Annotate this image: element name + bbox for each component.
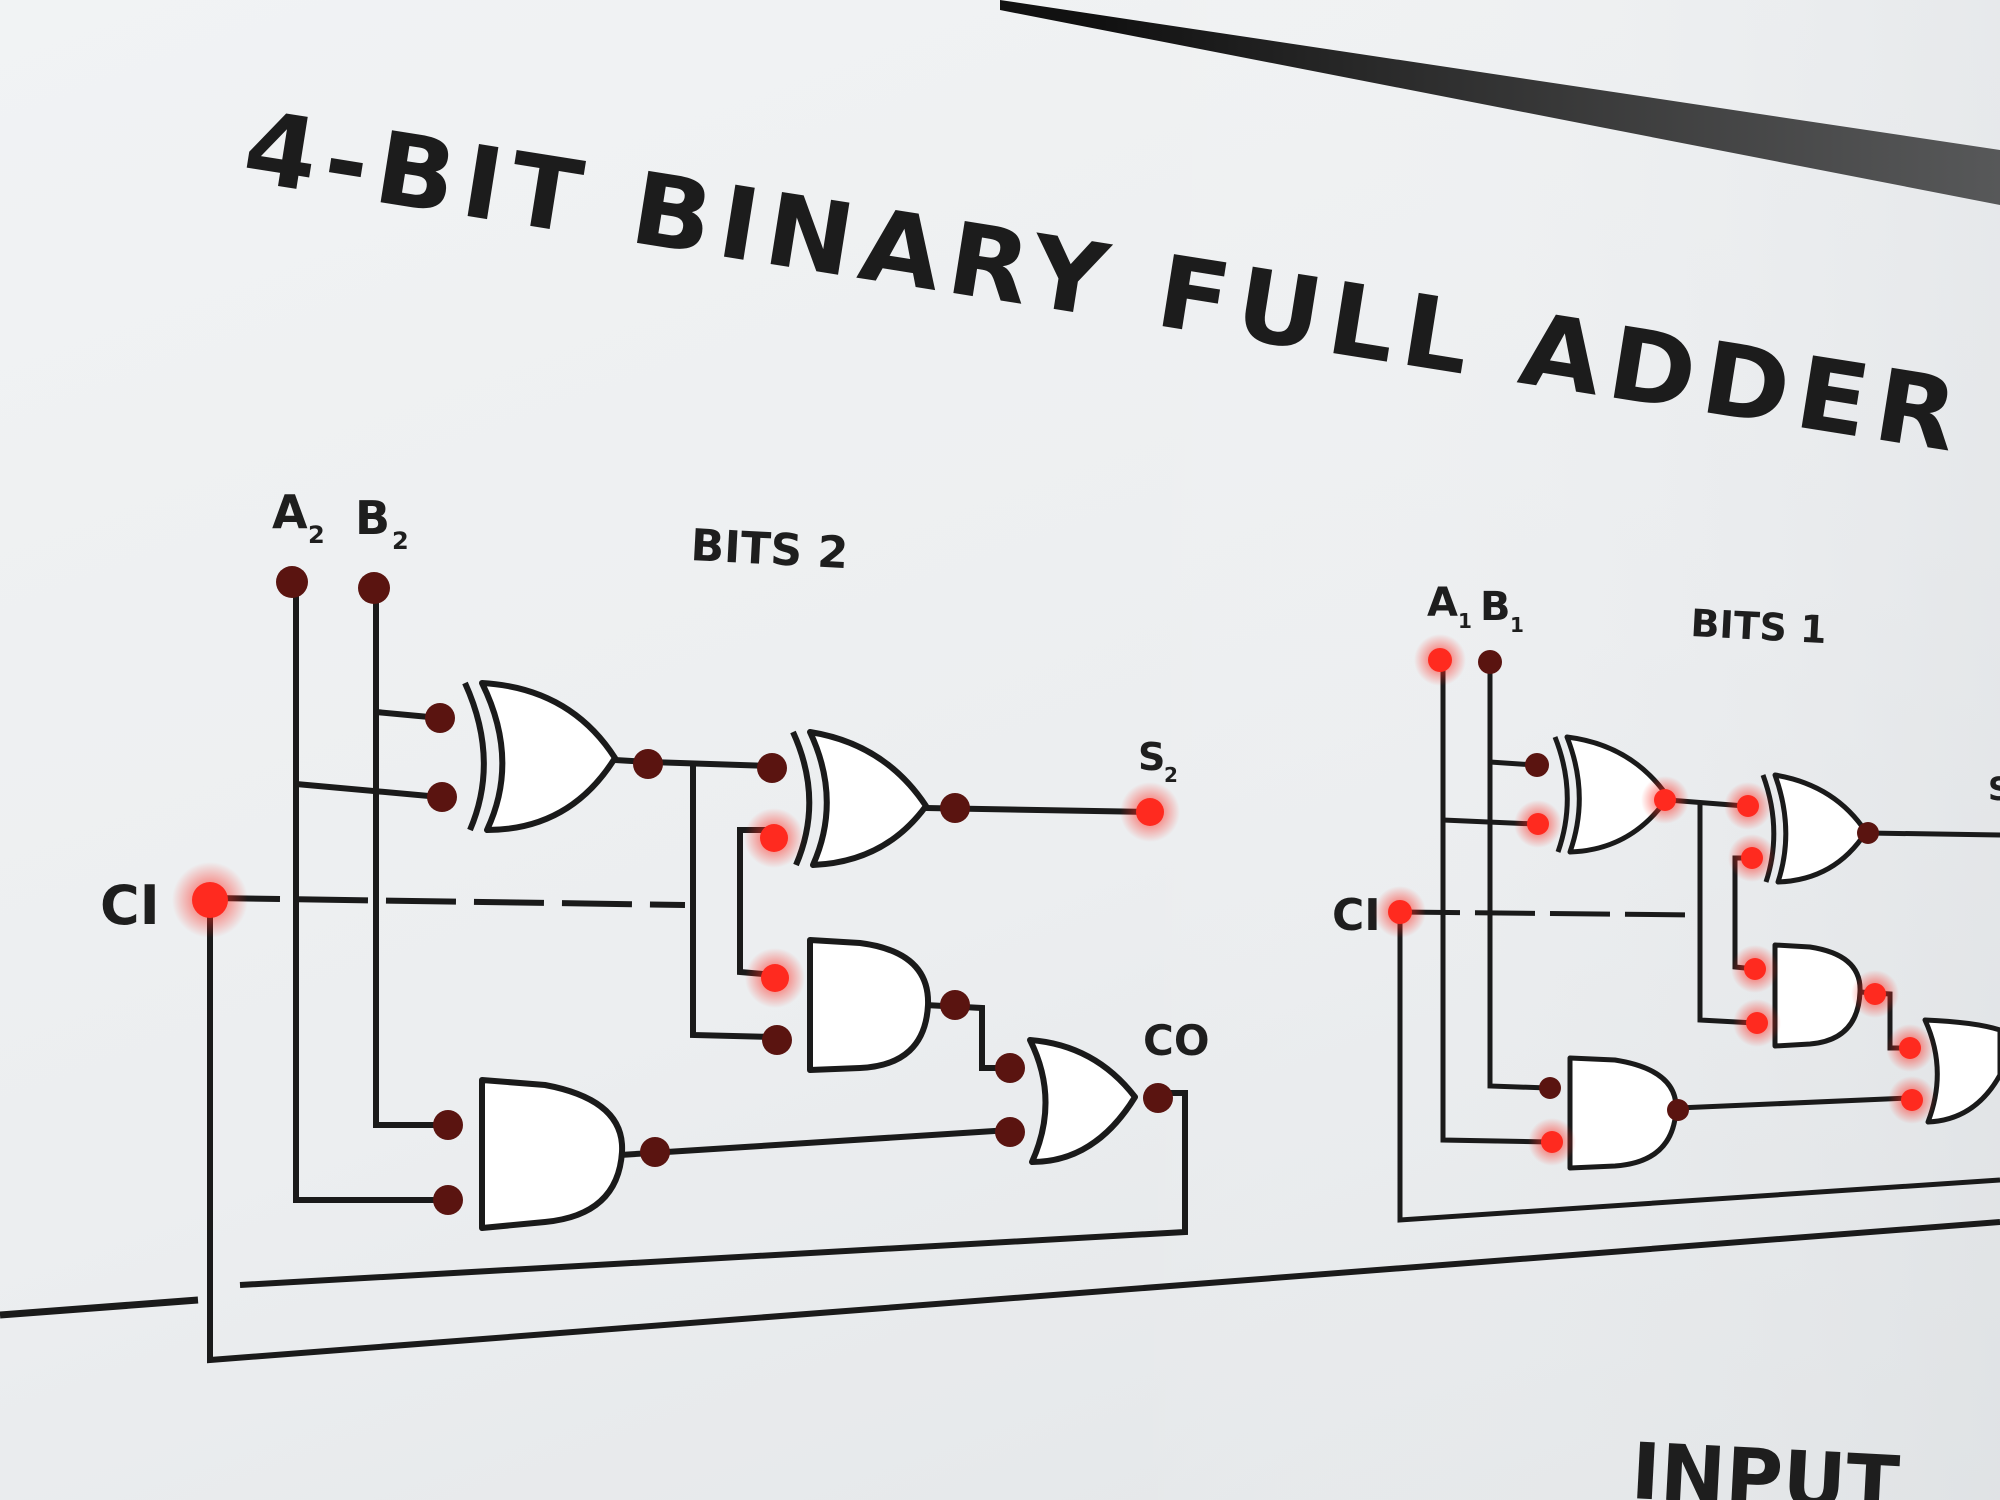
a2-subscript: 2	[308, 521, 325, 549]
b1-and2-in-bottom-led	[1541, 1131, 1563, 1153]
b1-led	[1478, 650, 1502, 674]
panel-shading	[1100, 0, 2000, 1500]
bits2-sum-label: S 2	[1138, 735, 1178, 787]
b1-or-in-top-led	[1899, 1037, 1921, 1059]
b2-subscript: 2	[392, 527, 409, 555]
and1-out-led	[940, 990, 970, 1020]
b2-led	[358, 572, 390, 604]
bits2-co-label: CO	[1143, 1016, 1210, 1065]
b1-and2-in-top-led	[1539, 1077, 1561, 1099]
input-section-label: INPUT	[1629, 1427, 1901, 1500]
xor1-out-led	[633, 749, 663, 779]
b1-letter: B	[1480, 584, 1511, 630]
bits2-b-label: B 2	[355, 491, 409, 555]
bits2-heading: BITS 2	[689, 520, 849, 579]
bits1-or-gate	[1922, 1017, 2000, 1125]
bits1-circuit: BITS 1 A 1 B 1 CI S	[1332, 580, 2000, 1223]
bits2-and-gate-2	[479, 1077, 626, 1231]
and2-in-bottom-led	[433, 1185, 463, 1215]
xor2-in-bottom-led	[760, 824, 788, 852]
b2-letter: B	[355, 491, 390, 545]
s2-led	[1136, 798, 1164, 826]
b1-and1-in-bottom-led	[1746, 1012, 1768, 1034]
xor1-in-bottom-led	[427, 782, 457, 812]
b1-or-in-bottom-led	[1901, 1089, 1923, 1111]
xor1-in-top-led	[425, 703, 455, 733]
b1-xor2-out-led	[1857, 822, 1879, 844]
bits1-leds	[1374, 634, 1936, 1166]
b1-xor2-in-top-led	[1737, 795, 1759, 817]
bits1-xor-gate-1	[1552, 734, 1671, 855]
a1-subscript: 1	[1458, 609, 1472, 633]
b1-xor1-in-top-led	[1525, 753, 1549, 777]
or-in-top-led	[995, 1053, 1025, 1083]
a1-letter: A	[1427, 580, 1458, 626]
bits1-a-label: A 1	[1427, 580, 1472, 633]
bits1-ci-label: CI	[1332, 890, 1381, 941]
bits2-a-label: A 2	[272, 485, 325, 549]
a2-led	[276, 566, 308, 598]
or-in-bottom-led	[995, 1117, 1025, 1147]
bits2-or-gate	[1027, 1037, 1138, 1165]
b1-subscript: 1	[1510, 613, 1524, 637]
bits1-and-gate-1	[1772, 942, 1863, 1049]
bits2-circuit: BITS 2 A 2 B 2 CI S 2 CO	[0, 485, 2000, 1364]
bits1-and-gate-2	[1567, 1055, 1679, 1171]
bits1-b-label: B 1	[1480, 584, 1524, 637]
b1-xor2-in-bottom-led	[1741, 847, 1763, 869]
bits2-xor-gate-2	[790, 729, 929, 868]
b1-xor1-in-bottom-led	[1527, 813, 1549, 835]
bits1-sum-label-partial: S	[1988, 770, 2000, 808]
b1-and2-out-led	[1667, 1099, 1689, 1121]
s2-subscript: 2	[1164, 763, 1178, 787]
and1-in-bottom-led	[762, 1025, 792, 1055]
bits1-heading: BITS 1	[1690, 601, 1828, 652]
ci-led	[192, 882, 228, 918]
a1-led	[1428, 648, 1452, 672]
a2-letter: A	[272, 485, 308, 539]
and1-in-top-led	[761, 964, 789, 992]
bits2-xor-gate-1	[462, 680, 618, 833]
and2-in-top-led	[433, 1110, 463, 1140]
b1-and1-out-led	[1864, 983, 1886, 1005]
s2-letter: S	[1138, 735, 1165, 779]
b1-xor1-out-led	[1654, 789, 1676, 811]
co-led	[1143, 1083, 1173, 1113]
b1-and1-in-top-led	[1744, 958, 1766, 980]
bits1-ci-led	[1388, 900, 1412, 924]
and2-out-led	[640, 1137, 670, 1167]
xor2-in-top-led	[757, 753, 787, 783]
bits2-and-gate-1	[807, 937, 932, 1073]
bits2-ci-label: CI	[100, 874, 160, 937]
xor2-out-led	[940, 793, 970, 823]
bits2-leds	[172, 566, 1180, 1215]
